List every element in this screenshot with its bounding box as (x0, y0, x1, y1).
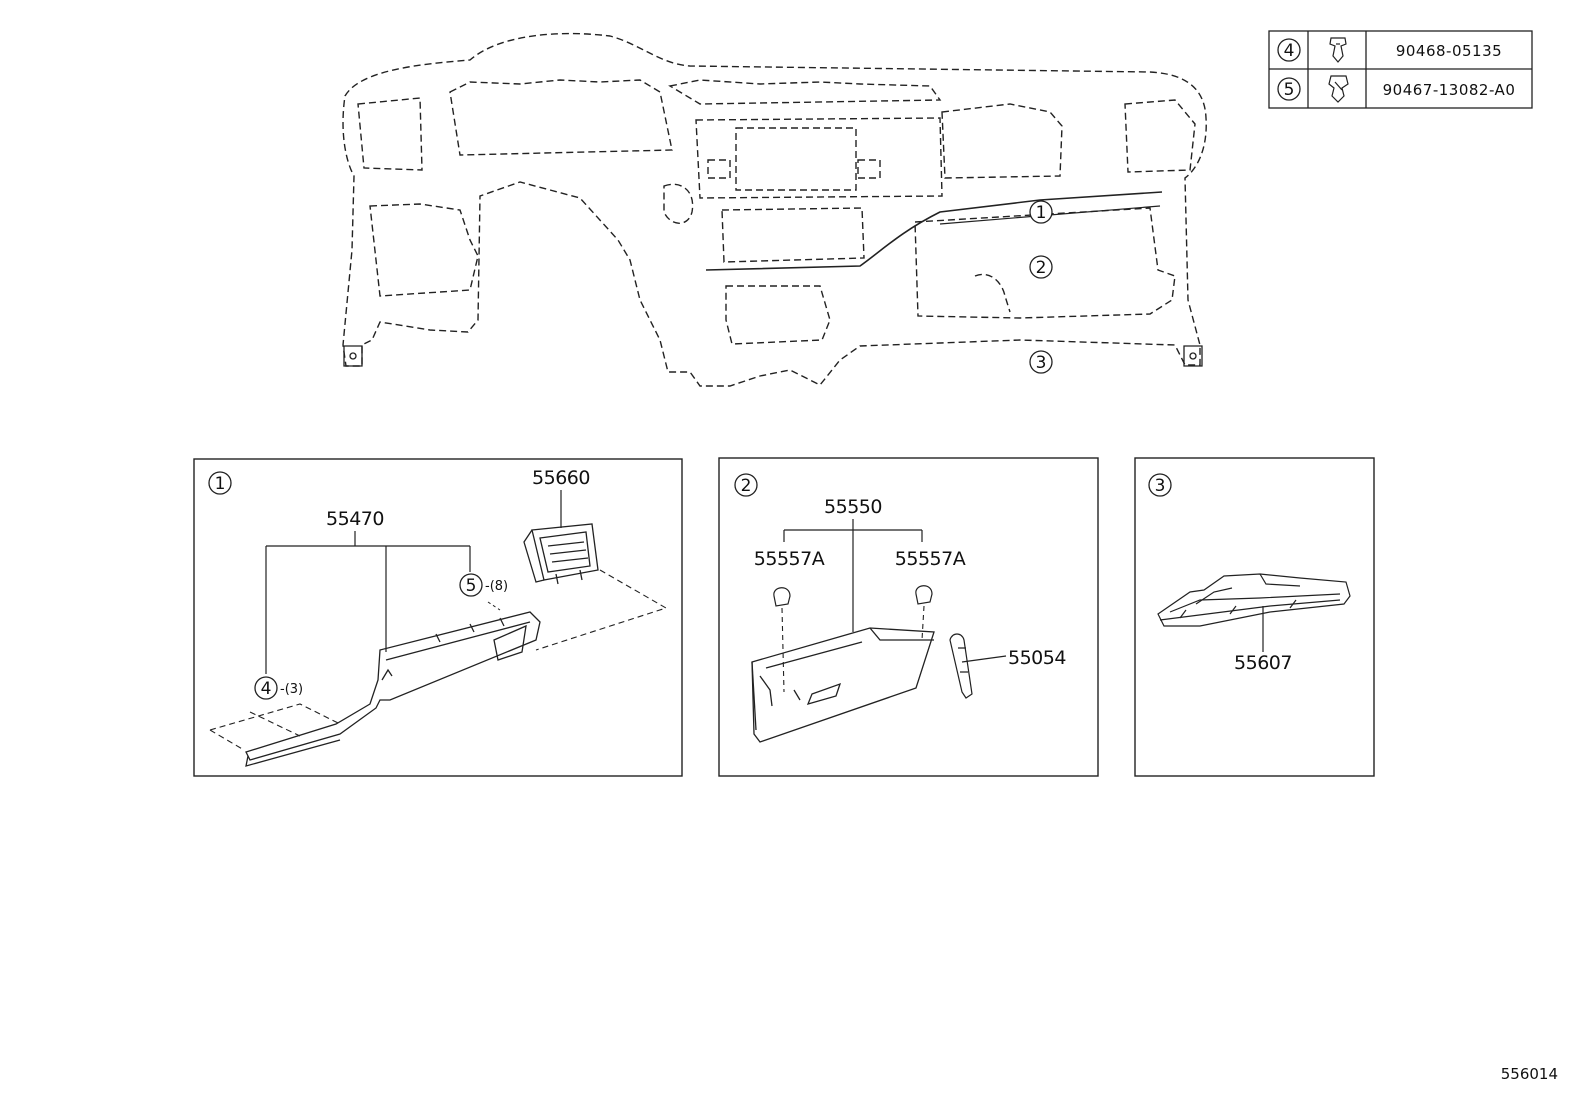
panel-1: 1 55470 55660 (193, 458, 683, 777)
stopper-dashes (781, 605, 925, 693)
stopper-drawing (773, 585, 933, 607)
panel-2-index: 2 (734, 473, 758, 497)
part-label-55054: 55054 (1008, 647, 1066, 669)
leader-55470 (265, 531, 471, 674)
svg-text:-(3): -(3) (280, 682, 303, 697)
svg-text:1: 1 (1036, 203, 1047, 223)
part-label-55557a-right: 55557A (895, 548, 966, 570)
svg-text:4: 4 (261, 679, 272, 699)
damper-drawing (949, 633, 1007, 699)
panel-3-index: 3 (1148, 473, 1172, 497)
panel-2: 2 55550 55557A 55557A 55054 (718, 457, 1099, 777)
svg-text:5: 5 (1284, 80, 1295, 100)
reinforcement-drawing (1157, 573, 1351, 627)
overview-callout-3: 3 (1029, 350, 1053, 374)
svg-text:-(8): -(8) (485, 579, 508, 594)
part-label-55607: 55607 (1234, 652, 1292, 674)
panel-1-index: 1 (208, 471, 232, 495)
part-label-55470: 55470 (326, 508, 384, 530)
projection-lines (209, 569, 668, 751)
dashboard-glovebox-edge (705, 191, 1163, 271)
mount-tabs (343, 345, 1203, 367)
svg-text:3: 3 (1036, 353, 1047, 373)
dashboard-overview (342, 32, 1207, 387)
clip-callout-4: 4 -(3) (254, 676, 303, 700)
part-label-55550: 55550 (824, 496, 882, 518)
svg-text:90468-05135: 90468-05135 (1396, 42, 1502, 60)
part-label-55660: 55660 (532, 467, 590, 489)
fastener-table: 4 90468-05135 5 90467-13082-A0 (1268, 30, 1533, 109)
clip-icon (1329, 37, 1347, 63)
fastener-row-4: 4 90468-05135 (1277, 37, 1502, 63)
part-label-55557a-left: 55557A (754, 548, 825, 570)
fastener-row-5: 5 90467-13082-A0 (1277, 75, 1516, 103)
overview-callout-1: 1 (1029, 200, 1053, 224)
clip-icon (1328, 75, 1349, 103)
reference-code: 556014 (1501, 1065, 1558, 1083)
svg-text:1: 1 (215, 474, 226, 494)
leader-55550 (783, 519, 923, 632)
glovebox-garnish-drawing (245, 611, 541, 767)
clip-callout-5: 5 -(8) (459, 573, 508, 597)
svg-text:90467-13082-A0: 90467-13082-A0 (1383, 81, 1516, 99)
svg-text:3: 3 (1155, 476, 1166, 496)
side-vent-drawing (523, 523, 599, 585)
svg-text:5: 5 (466, 576, 477, 596)
glovebox-drawing (751, 627, 935, 743)
svg-text:4: 4 (1284, 41, 1295, 61)
svg-text:2: 2 (1036, 258, 1047, 278)
overview-callout-2: 2 (1029, 255, 1053, 279)
panel-3: 3 55607 (1134, 457, 1375, 777)
svg-text:2: 2 (741, 476, 752, 496)
